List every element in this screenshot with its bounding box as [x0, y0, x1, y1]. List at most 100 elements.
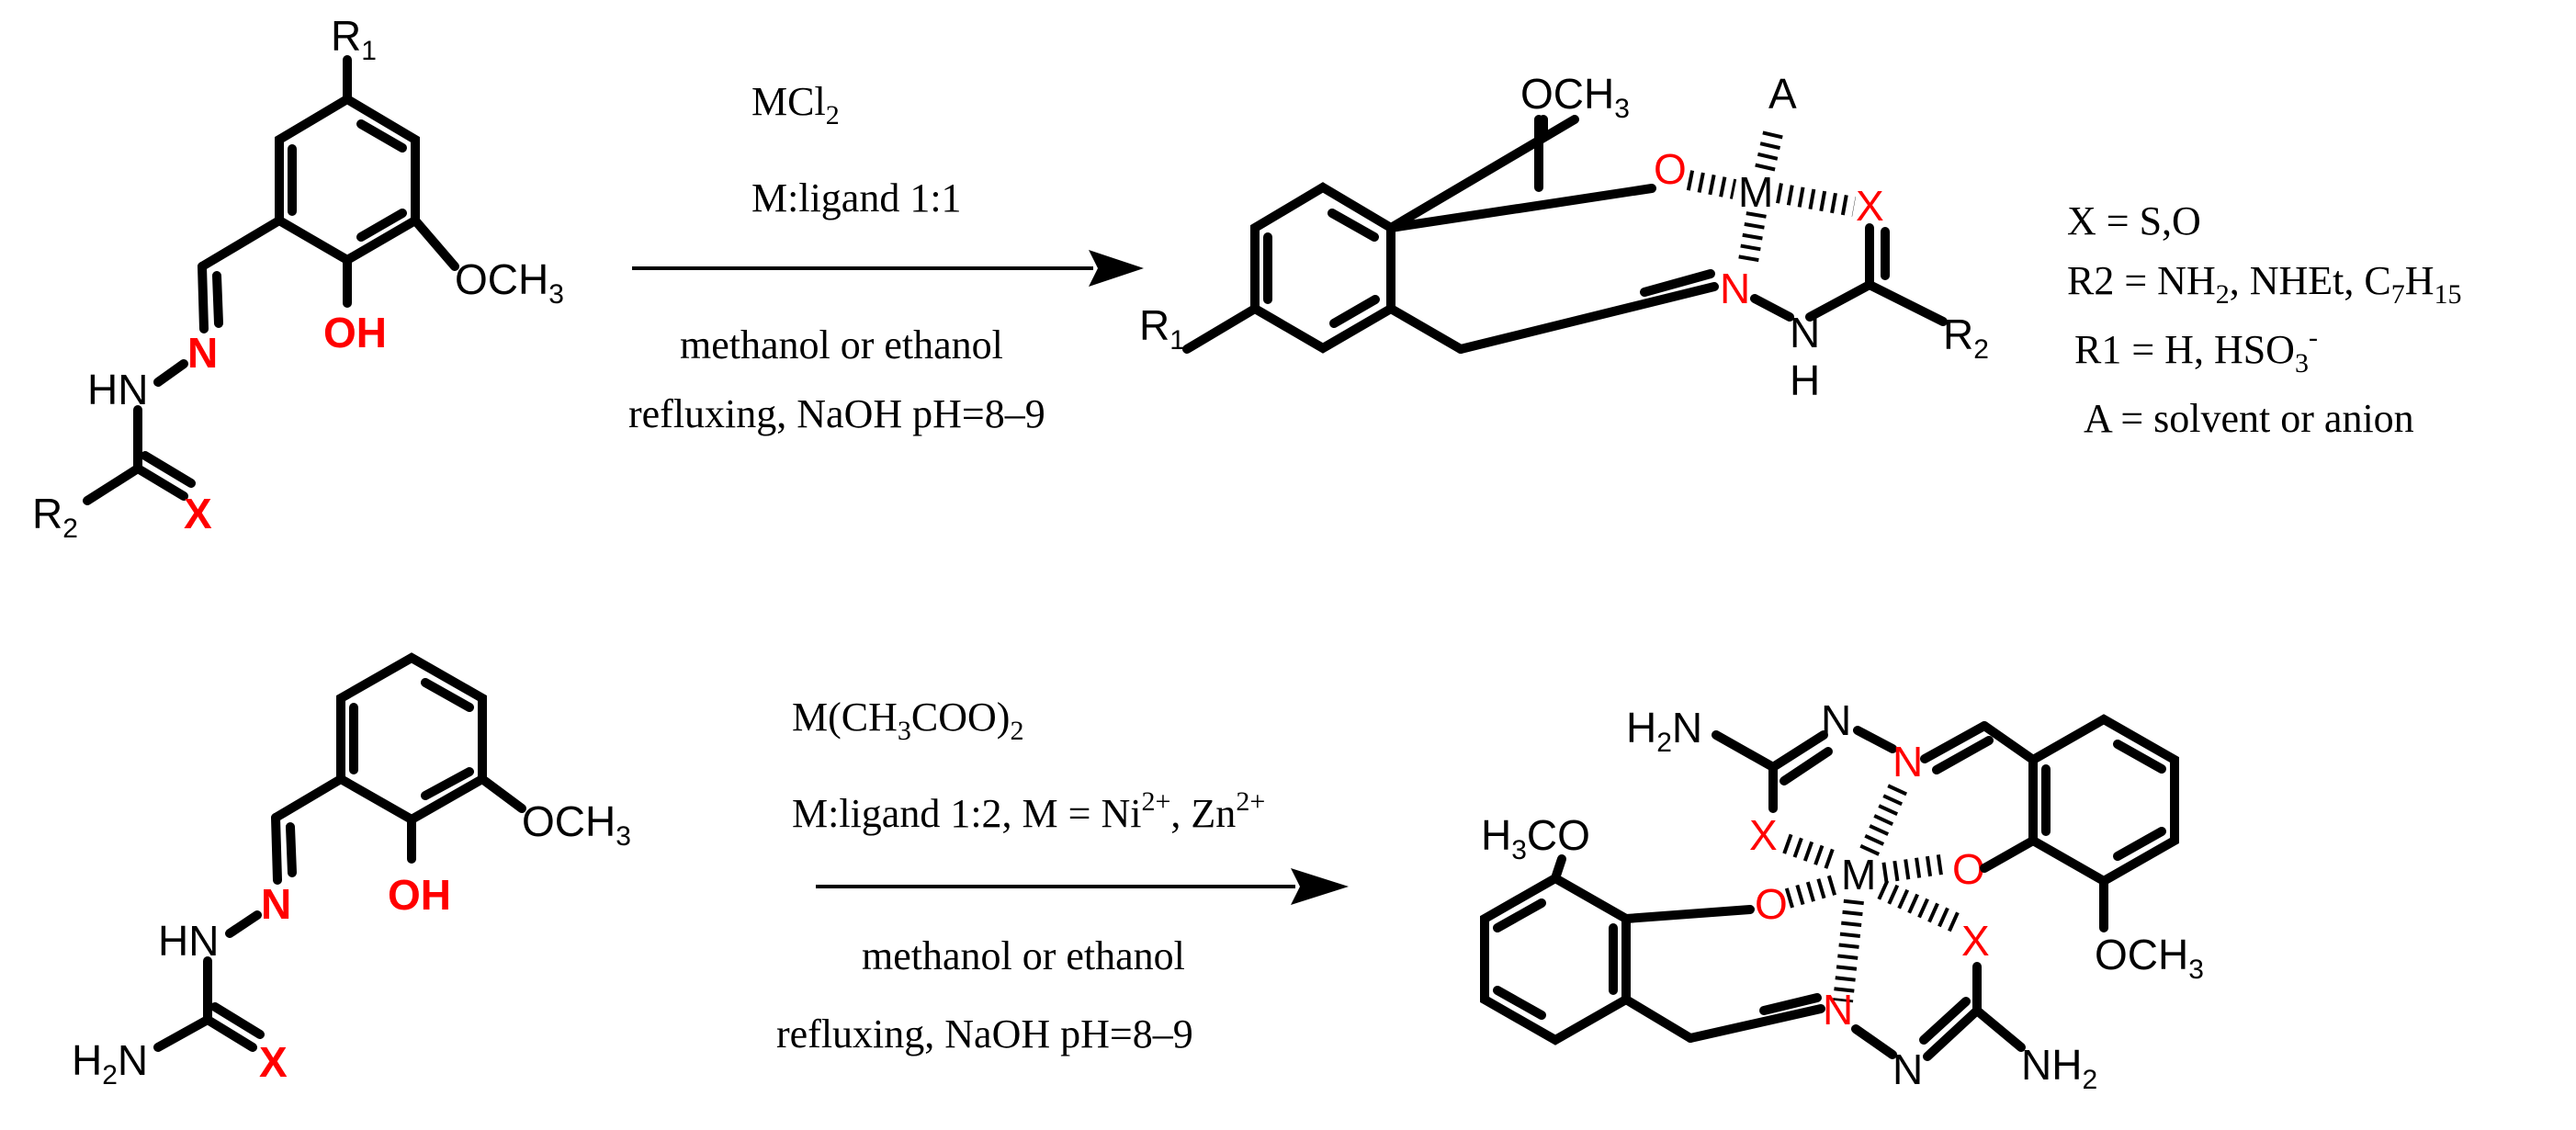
complex-2-och3: OCH3	[2095, 931, 2204, 985]
complex-1-imine-bond	[1456, 282, 1719, 354]
complex-1-x-label: X	[1856, 182, 1884, 230]
complex-2-top-imine	[1920, 721, 1989, 763]
complex-2-bottom-c-n	[1923, 1006, 1982, 1061]
complex-2-m: M	[1841, 851, 1876, 898]
complex-1-a-coord	[1754, 130, 1783, 175]
complex-1-cnh-bond	[1805, 280, 1874, 322]
ligand-1-inner-bond	[356, 209, 407, 242]
complex-2-bottom-imine	[1686, 1004, 1825, 1043]
complex-2-n-top1: N	[1821, 696, 1851, 744]
ligand-1-cx-bond	[141, 451, 196, 488]
complex-1-och3-label: OCH3	[1520, 70, 1630, 124]
complex-1-a-label: A	[1768, 70, 1797, 118]
complex-2-bottom-nn	[1851, 1024, 1897, 1059]
ligand-1-oh-label: OH	[323, 309, 387, 356]
complex-2-o-right: O	[1952, 845, 1985, 893]
reaction-2-reagent: M(CH3COO)2	[792, 695, 1023, 746]
ligand-2-imine-bond	[286, 822, 297, 877]
complex-2-bottom-imine	[1759, 993, 1822, 1015]
complex-2-bottom-c-n	[1919, 997, 1971, 1045]
ligand-2-inner-bond	[421, 678, 474, 712]
complex-1-ch-bond	[1386, 304, 1465, 354]
reaction-1-solvent: methanol or ethanol	[680, 322, 1003, 367]
reaction-1-reagent: MCl2	[751, 79, 840, 130]
complex-1-m-label: M	[1738, 168, 1773, 216]
complex-2-inner-bond	[2113, 827, 2166, 861]
arrow-1-head	[1089, 250, 1144, 287]
complex-2-n-bot2: N	[1892, 1045, 1923, 1093]
complex-2-n-top2: N	[1892, 738, 1923, 785]
complex-1-r1-label: R1	[1139, 301, 1185, 356]
ligand-2-ch-bond	[271, 774, 345, 822]
complex-1-r1-bond	[1182, 304, 1260, 354]
complex-2-h3co-bond	[1551, 854, 1566, 883]
ligand-2-n-label: N	[261, 880, 291, 928]
ligand-2-h2n-label: H2N	[72, 1036, 148, 1090]
complex-2-bottom-ch	[1621, 995, 1695, 1043]
complex-2-top-imine	[1932, 736, 1994, 774]
arrow-2-head	[1291, 868, 1349, 905]
reaction-1-conditions: refluxing, NaOH pH=8–9	[628, 391, 1045, 436]
reaction-2-conditions: refluxing, NaOH pH=8–9	[776, 1011, 1193, 1057]
complex-1-inner-bond	[1328, 209, 1379, 242]
ligand-1-och3-label: OCH3	[455, 255, 564, 310]
complex-1-n-label: N	[1720, 265, 1750, 312]
complex-2-o-m-coord	[1784, 874, 1841, 909]
complex-2-o-ring-bond	[1980, 836, 2038, 873]
complex-1-benzene-ring	[1250, 182, 1395, 354]
ligand-2-inner-bond	[421, 767, 474, 800]
ligand-1-ch-bond	[198, 216, 284, 271]
complex-2: H2N N N X H3CO M O OCH3 O X	[1480, 696, 2204, 1095]
complex-1-nn-bond	[1750, 294, 1794, 322]
complex-2-nh2: NH2	[2021, 1041, 2097, 1095]
ligand-1-cr2-bond	[83, 464, 142, 505]
complex-1-m-x-coord	[1776, 183, 1856, 217]
ligand-2-oh-label: OH	[388, 871, 451, 919]
complex-2-top-nn	[1853, 726, 1897, 753]
ligand-1-n-label: N	[187, 329, 218, 377]
reaction-2-ratio: M:ligand 1:2, M = Ni2+, Zn2+	[792, 786, 1265, 836]
complex-2-top-c-n1	[1768, 730, 1828, 772]
complex-2-x-right: X	[1961, 917, 1990, 965]
complex-1-nh-h-label: H	[1790, 356, 1820, 404]
complex-2-left-ring	[1480, 873, 1631, 1045]
ligand-2-och3-bond	[478, 774, 526, 813]
ligand-2-cx-bond	[210, 1002, 265, 1039]
complex-2-m-o-coord	[1881, 853, 1949, 883]
complex-2-bottom-c-nh2	[1972, 1006, 2026, 1052]
complex-1-imine-bond	[1640, 269, 1715, 297]
ligand-1-r2-label: R2	[32, 490, 78, 544]
complex-1-m-n-coord	[1737, 211, 1767, 268]
complex-1: OCH3 O A M X R2 N H N R1	[1139, 70, 1989, 404]
reaction-2-arrow	[816, 868, 1349, 905]
ligand-1-inner-bond	[356, 119, 407, 153]
reaction-2-solvent: methanol or ethanol	[862, 933, 1185, 978]
ligand-2-nn-bond	[225, 910, 262, 938]
legend-r1: R1 = H, HSO3-	[2074, 322, 2318, 379]
complex-2-o-left-ring	[1621, 905, 1755, 923]
complex-1-ring-o-bond	[1386, 184, 1656, 232]
complex-2-top-ch	[1980, 721, 2038, 764]
legend-x: X = S,O	[2067, 198, 2201, 243]
complex-2-top-cn-bond	[1712, 730, 1778, 772]
ligand-2-cnh2-bond	[153, 1015, 212, 1052]
ligand-1-nn-bond	[153, 359, 188, 387]
ligand-2-benzene-ring	[336, 652, 487, 825]
complex-1-inner-bond	[1329, 295, 1380, 328]
complex-2-right-ring	[2028, 714, 2179, 887]
ligand-2-och3-label: OCH3	[522, 797, 631, 852]
complex-2-n-m-coord	[1859, 784, 1908, 857]
complex-2-inner-bond	[1493, 986, 1546, 1020]
complex-2-m-x-coord	[1877, 879, 1961, 933]
ligand-2-x-label: X	[259, 1038, 288, 1086]
ligand-1-och3-bond	[411, 216, 459, 271]
ligand-1-imine-bond	[198, 262, 209, 333]
complex-2-inner-bond	[2113, 740, 2166, 774]
ligand-1-imine-bond	[212, 271, 223, 328]
complex-2-h3co: H3CO	[1481, 811, 1590, 865]
complex-2-o-left: O	[1755, 880, 1788, 928]
ligand-2-imine-bond	[271, 813, 282, 885]
complex-1-cr2-bond	[1865, 280, 1948, 326]
complex-2-top-c-n1	[1779, 747, 1833, 785]
